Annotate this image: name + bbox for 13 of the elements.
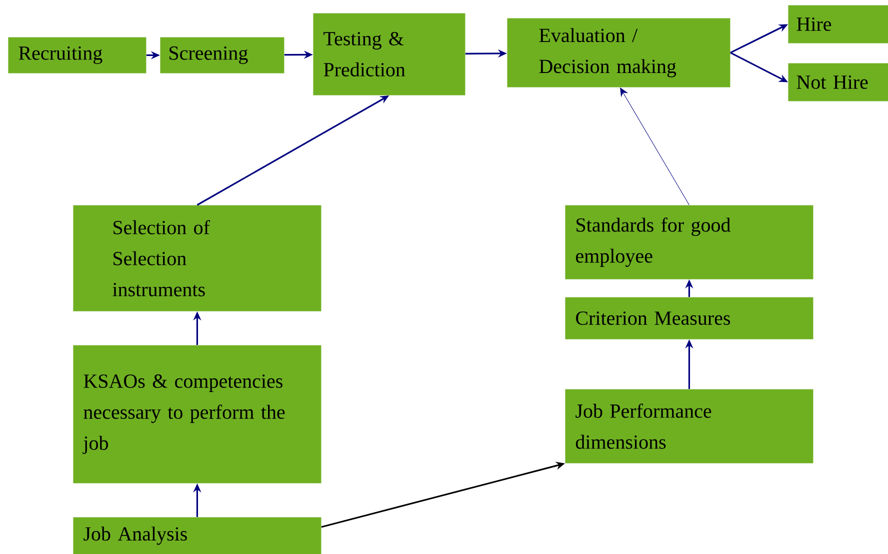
process-box: KSAOs & competencies necessary to perform the job: [73, 345, 322, 484]
process-box: Criterion Measures: [565, 297, 814, 340]
process-box: Standards for good employee: [565, 205, 814, 280]
process-box: Job Analysis: [73, 517, 322, 554]
process-box: Evaluation / Decision making: [507, 18, 730, 88]
process-box: Recruiting: [8, 37, 146, 74]
process-box: Screening: [160, 37, 284, 74]
arrow: [620, 88, 690, 206]
process-box: Selection of Selection instruments: [73, 205, 322, 312]
process-box: Hire: [788, 5, 888, 44]
process-box: Not Hire: [788, 63, 888, 102]
process-box: Job Performance dimensions: [565, 389, 814, 464]
process-box: Testing & Prediction: [313, 13, 466, 96]
